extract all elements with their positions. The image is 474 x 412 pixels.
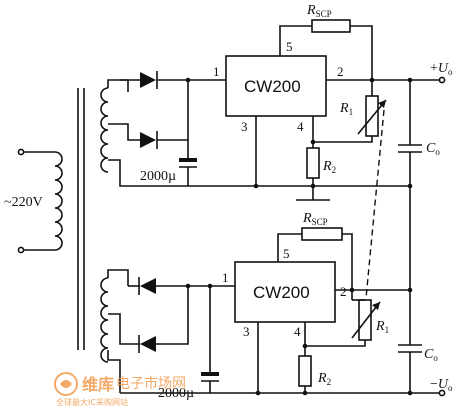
watermark-logo-icon xyxy=(54,372,78,396)
bottom-filter-cap-plate xyxy=(201,372,219,376)
top-cw200-chip xyxy=(225,55,327,117)
center-node-top xyxy=(407,183,413,189)
top-wire-coil-to-mid xyxy=(107,79,129,92)
top-pin-5: 5 xyxy=(286,39,293,54)
top-wire-center-tap xyxy=(108,123,140,141)
bottom-pin5-wire xyxy=(277,233,302,262)
top-node-rect xyxy=(185,77,191,83)
bottom-r1-adjust-arrow xyxy=(351,301,381,339)
bottom-diode-2 xyxy=(140,336,156,352)
top-node-adj xyxy=(310,139,316,145)
top-r2-label: R2 xyxy=(322,159,336,175)
mains-terminal-top xyxy=(17,148,25,156)
bottom-wire-coil-to-mid xyxy=(107,269,129,286)
bottom-wire-center-tap xyxy=(108,313,140,345)
top-r1-arrowhead xyxy=(378,100,386,108)
bottom-pin-5: 5 xyxy=(283,246,290,261)
top-rscp-resistor xyxy=(311,19,351,33)
top-output-terminal xyxy=(438,76,446,84)
bottom-wire-coil-end xyxy=(107,350,121,362)
bottom-r2-label: R2 xyxy=(317,371,331,387)
top-filter-cap-plate xyxy=(179,158,197,162)
bottom-cw200-chip xyxy=(234,261,336,323)
secondary-coil-top xyxy=(100,87,109,173)
top-diode-1 xyxy=(140,72,156,88)
secondary-coil-bottom xyxy=(100,277,109,363)
top-pin-2: 2 xyxy=(337,64,344,79)
top-pin-1: 1 xyxy=(213,64,220,79)
watermark-logo-mark xyxy=(60,380,72,388)
mains-terminal-bottom xyxy=(17,246,25,254)
bottom-r2-resistor xyxy=(298,355,312,387)
bottom-rscp-to-node xyxy=(342,233,353,290)
watermark: 维库 电子市场网 全球最大IC采购网站 xyxy=(54,372,186,407)
bottom-r1-to-adj xyxy=(305,340,366,347)
top-rscp-label: RSCP xyxy=(306,3,332,19)
bottom-node-cap xyxy=(207,283,213,289)
bottom-node-adj xyxy=(302,343,308,349)
bottom-r1-arrowhead xyxy=(372,302,380,310)
top-pin-4: 4 xyxy=(297,119,304,134)
bottom-pin-1: 1 xyxy=(222,270,229,285)
top-output-label: +Uo xyxy=(430,61,453,77)
mains-voltage-label: ~220V xyxy=(4,195,43,210)
top-wire-coil-return xyxy=(108,159,188,187)
top-co-label: Co xyxy=(426,141,440,157)
bottom-node-rect xyxy=(185,283,191,289)
bottom-wire-diode2-join xyxy=(156,286,189,345)
top-rscp-to-output xyxy=(350,25,373,80)
bottom-rectifier xyxy=(107,269,235,393)
top-r1-label: R1 xyxy=(339,101,353,117)
top-rectifier xyxy=(107,71,226,187)
bottom-rscp-label: RSCP xyxy=(302,211,328,227)
top-pin5-wire xyxy=(279,25,312,56)
bottom-co-label: Co xyxy=(424,347,438,363)
primary-coil xyxy=(54,151,63,251)
bottom-r1-label: R1 xyxy=(375,319,389,335)
top-r1-to-adj xyxy=(313,136,373,143)
top-diode-2 xyxy=(140,132,156,148)
watermark-slogan: 全球最大IC采购网站 xyxy=(56,397,128,407)
bottom-output-label: −Uo xyxy=(430,377,453,393)
bottom-pin-2: 2 xyxy=(340,284,347,299)
watermark-site: 电子市场网 xyxy=(116,375,186,392)
bottom-pin-3: 3 xyxy=(243,324,250,339)
bottom-output-terminal xyxy=(438,389,446,397)
watermark-brand: 维库 xyxy=(82,375,114,394)
bottom-rscp-resistor xyxy=(301,227,343,241)
top-filter-cap-label: 2000µ xyxy=(140,169,176,184)
bottom-chip-label: CW200 xyxy=(253,283,310,302)
top-r2-resistor xyxy=(306,147,320,179)
bottom-diode-1 xyxy=(140,278,156,294)
top-wire-diode2-join xyxy=(157,80,189,141)
top-chip-label: CW200 xyxy=(244,77,301,96)
transformer xyxy=(17,87,109,363)
top-pin-3: 3 xyxy=(241,119,248,134)
bottom-pin-4: 4 xyxy=(294,324,301,339)
